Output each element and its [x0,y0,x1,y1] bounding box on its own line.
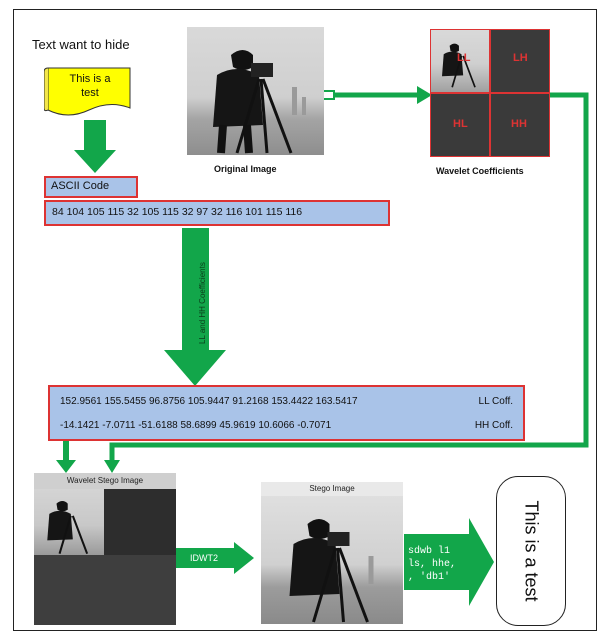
hidden-text: This is a test [52,72,128,100]
original-image [187,27,324,155]
hidden-text-line: test [81,87,99,99]
coeff-return-head [104,460,120,473]
ascii-values: 84 104 105 115 32 105 115 32 97 32 116 1… [44,200,390,226]
diagram-frame: Text want to hide This is a test Origina… [13,9,597,631]
stego-image: Stego Image [261,482,403,624]
wavelet-stego-ll [34,489,104,555]
hidden-text-line: This is a [69,73,111,85]
subband-ll-label: LL [457,52,471,64]
result-text: This is a test [521,500,542,602]
coef-down-head [56,460,76,473]
wavelet-stego-bottom [34,555,176,625]
idwt-label: IDWT2 [190,553,218,563]
wavelet-coefficients: LL LH HL HH [430,29,550,157]
wavelet-stego-image: Wavelet Stego Image [34,473,176,625]
subband-hh-label: HH [511,118,527,130]
subband-hl: HL [430,93,490,157]
ll-coefficients: 152.9561 155.5455 96.8756 105.9447 91.21… [60,396,358,407]
result-box: This is a test [496,476,566,626]
decode-code-line: ls, hhe, [408,559,457,570]
ll-tag: LL Coff. [478,396,513,407]
embed-arrow-label: LL and HH Coefficients [198,262,207,344]
text-to-ascii-arrow [74,120,116,173]
subband-hl-label: HL [453,118,468,130]
coefficient-box: 152.9561 155.5455 96.8756 105.9447 91.21… [48,385,525,441]
wavelet-stego-header [34,473,176,489]
decode-code: sdwb l1 ls, hhe, , 'db1' [408,545,456,584]
embed-arrow [164,228,226,386]
decode-arrow [404,518,494,606]
wavelet-stego-lh [104,489,176,555]
ascii-label: ASCII Code [44,176,138,198]
stego-image-label: Stego Image [309,484,355,493]
original-image-label: Original Image [214,164,277,174]
hh-coefficients: -14.1421 -7.0711 -51.6188 58.6899 45.961… [60,420,332,431]
hidden-text-note [44,67,131,116]
stego-image-header [261,482,403,496]
subband-lh-label: LH [513,52,528,64]
idwt-arrow [176,542,254,574]
connector-layer [56,86,589,606]
wavelet-coefficients-label: Wavelet Coefficients [436,166,524,176]
decode-code-line: , 'db1' [408,572,451,583]
wavelet-stego-label: Wavelet Stego Image [66,476,144,485]
subband-hh: HH [490,93,550,157]
coeff-return-line [109,92,589,462]
decode-code-line: sdwb l1 [408,546,451,557]
text-title: Text want to hide [32,37,130,52]
hh-tag: HH Coff. [474,420,513,431]
subband-lh: LH [490,29,550,93]
subband-ll: LL [430,29,490,93]
dwt-arrow-head [417,86,432,104]
